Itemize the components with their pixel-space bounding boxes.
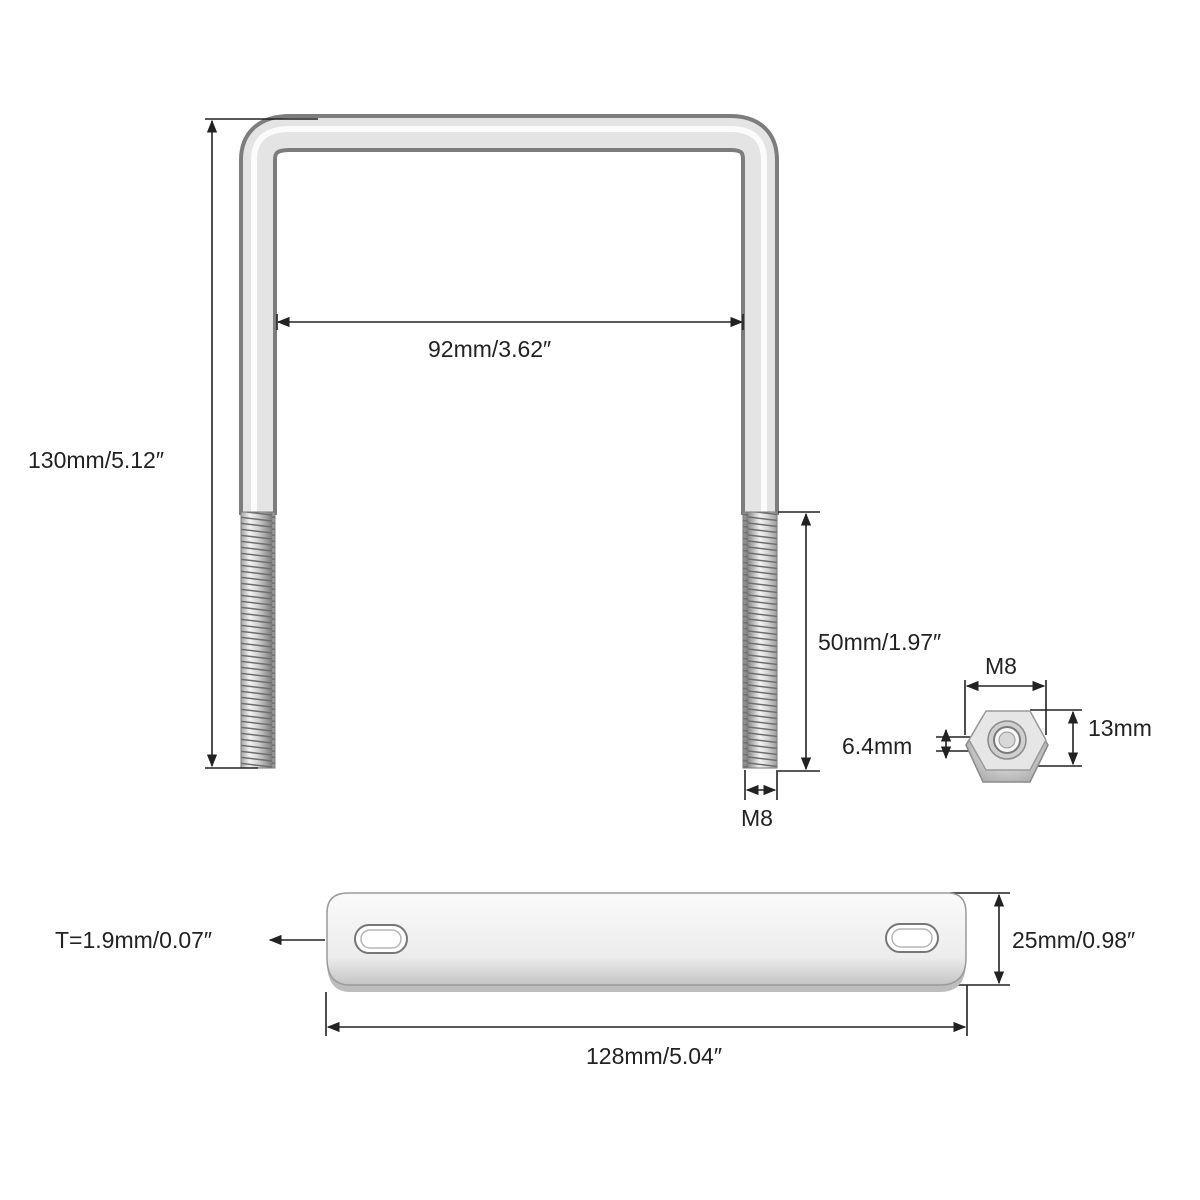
clamp-plate	[326, 892, 967, 992]
nut-thickness-label: 6.4mm	[842, 733, 913, 759]
thread-length-label: 50mm/1.97″	[818, 629, 942, 655]
left-slot-inner	[360, 929, 402, 949]
right-slot-inner	[891, 928, 933, 948]
inner-width-label: 92mm/3.62″	[428, 336, 552, 362]
u-bolt-bend-shine	[251, 126, 767, 515]
u-bolt-bend-highlight	[243, 118, 775, 515]
nut-width-label: 13mm	[1088, 715, 1152, 741]
height-label: 130mm/5.12″	[28, 447, 164, 473]
thread-size-label: M8	[741, 805, 773, 831]
clamp-plate-body	[326, 892, 967, 986]
right-thread	[742, 511, 778, 769]
hex-nut	[965, 710, 1049, 783]
left-thread	[240, 511, 276, 769]
hex-nut-hole-inner	[998, 731, 1016, 749]
plate-thickness-label: T=1.9mm/0.07″	[55, 927, 213, 953]
dimension-lines	[205, 118, 1082, 1036]
plate-width-label: 25mm/0.98″	[1012, 927, 1136, 953]
u-bolt	[239, 114, 779, 769]
nut-size-label: M8	[985, 653, 1017, 679]
plate-length-label: 128mm/5.04″	[586, 1043, 722, 1069]
u-bolt-bend	[239, 114, 779, 515]
